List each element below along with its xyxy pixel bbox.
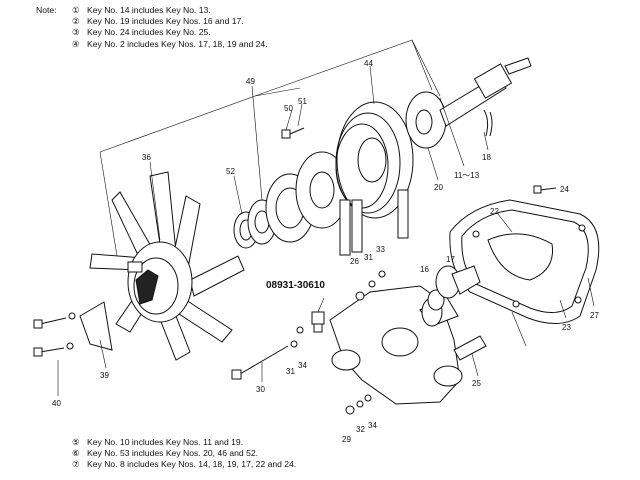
callout-34-bottom: 34 bbox=[368, 421, 377, 430]
callout-31-top: 31 bbox=[364, 253, 373, 262]
note-text: Key No. 24 includes Key No. 25. bbox=[87, 27, 211, 38]
note-number: ② bbox=[72, 16, 80, 27]
note-text: Key No. 8 includes Key Nos. 14, 18, 19, … bbox=[87, 459, 297, 470]
note-text: Key No. 14 includes Key No. 13. bbox=[87, 5, 211, 15]
callout-24: 24 bbox=[560, 185, 569, 194]
note-number: ⑤ bbox=[72, 437, 80, 447]
note-number: ① bbox=[72, 5, 80, 15]
note-number: ⑦ bbox=[72, 459, 80, 470]
callout-23: 23 bbox=[562, 323, 571, 332]
callout-17: 17 bbox=[446, 255, 455, 264]
note-number: ④ bbox=[72, 38, 80, 49]
note-text: Key No. 19 includes Key Nos. 16 and 17. bbox=[87, 16, 244, 27]
note-item: ③ Key No. 24 includes Key No. 25. bbox=[72, 27, 268, 38]
callout-32: 32 bbox=[356, 425, 365, 434]
notes-bottom: ⑤ Key No. 10 includes Key Nos. 11 and 19.… bbox=[72, 437, 296, 471]
callout-44: 44 bbox=[364, 59, 373, 68]
callout-50: 50 bbox=[284, 104, 293, 113]
pump-hub-and-shaft bbox=[405, 57, 532, 149]
callout-30: 30 bbox=[256, 385, 265, 394]
callout-49: 49 bbox=[246, 77, 255, 86]
callout-31-bottom: 31 bbox=[286, 367, 295, 376]
callout-16: 16 bbox=[420, 265, 429, 274]
note-text: Key No. 10 includes Key Nos. 11 and 19. bbox=[87, 437, 244, 447]
callout-33: 33 bbox=[376, 245, 385, 254]
callout-39: 39 bbox=[100, 371, 109, 380]
cooling-fan bbox=[89, 171, 245, 361]
callout-25: 25 bbox=[472, 379, 481, 388]
notes-heading: Note: bbox=[36, 5, 57, 15]
note-item: ① Key No. 14 includes Key No. 13. bbox=[72, 5, 268, 16]
assembly-bracket-lines bbox=[99, 39, 441, 263]
callout-11-13: 11～13 bbox=[454, 171, 480, 180]
note-text: Key No. 53 includes Key Nos. 20, 46 and … bbox=[87, 448, 259, 459]
notes-top: ① Key No. 14 includes Key No. 13. ② Key No… bbox=[72, 5, 268, 50]
callout-22-top: 22 bbox=[490, 207, 499, 216]
callout-36: 36 bbox=[142, 153, 151, 162]
impeller-seal bbox=[435, 265, 481, 299]
note-text: Key No. 2 includes Key Nos. 17, 18, 19 a… bbox=[87, 38, 268, 49]
callout-27: 27 bbox=[590, 311, 599, 320]
callout-29: 29 bbox=[342, 435, 351, 444]
callout-52: 52 bbox=[226, 167, 235, 176]
fasteners bbox=[33, 127, 557, 415]
pump-cover-gasket bbox=[449, 199, 600, 324]
part-number-label: 08931-30610 bbox=[266, 280, 325, 291]
note-item: ② Key No. 19 includes Key Nos. 16 and 17. bbox=[72, 16, 268, 27]
callout-40: 40 bbox=[52, 399, 61, 408]
callout-26: 26 bbox=[350, 257, 359, 266]
callout-34-left: 34 bbox=[298, 361, 307, 370]
callout-18: 18 bbox=[482, 153, 491, 162]
leader-lines bbox=[57, 65, 595, 396]
note-number: ③ bbox=[72, 27, 80, 38]
water-pump-body bbox=[329, 285, 463, 405]
note-item: ⑥ Key No. 53 includes Key Nos. 20, 46 and… bbox=[72, 448, 296, 459]
note-item: ⑤ Key No. 10 includes Key Nos. 11 and 19. bbox=[72, 437, 296, 448]
note-item: ④ Key No. 2 includes Key Nos. 17, 18, 19 … bbox=[72, 39, 268, 50]
fluid-coupling-parts bbox=[233, 151, 349, 249]
note-item: ⑦ Key No. 8 includes Key Nos. 14, 18, 19,… bbox=[72, 459, 296, 470]
callout-20: 20 bbox=[434, 183, 443, 192]
callout-labels: 36 49 50 51 44 18 11～13 20 52 24 22 33 3… bbox=[52, 59, 599, 444]
note-number: ⑥ bbox=[72, 448, 80, 459]
drive-pulley bbox=[335, 101, 414, 256]
callout-51: 51 bbox=[298, 97, 307, 106]
